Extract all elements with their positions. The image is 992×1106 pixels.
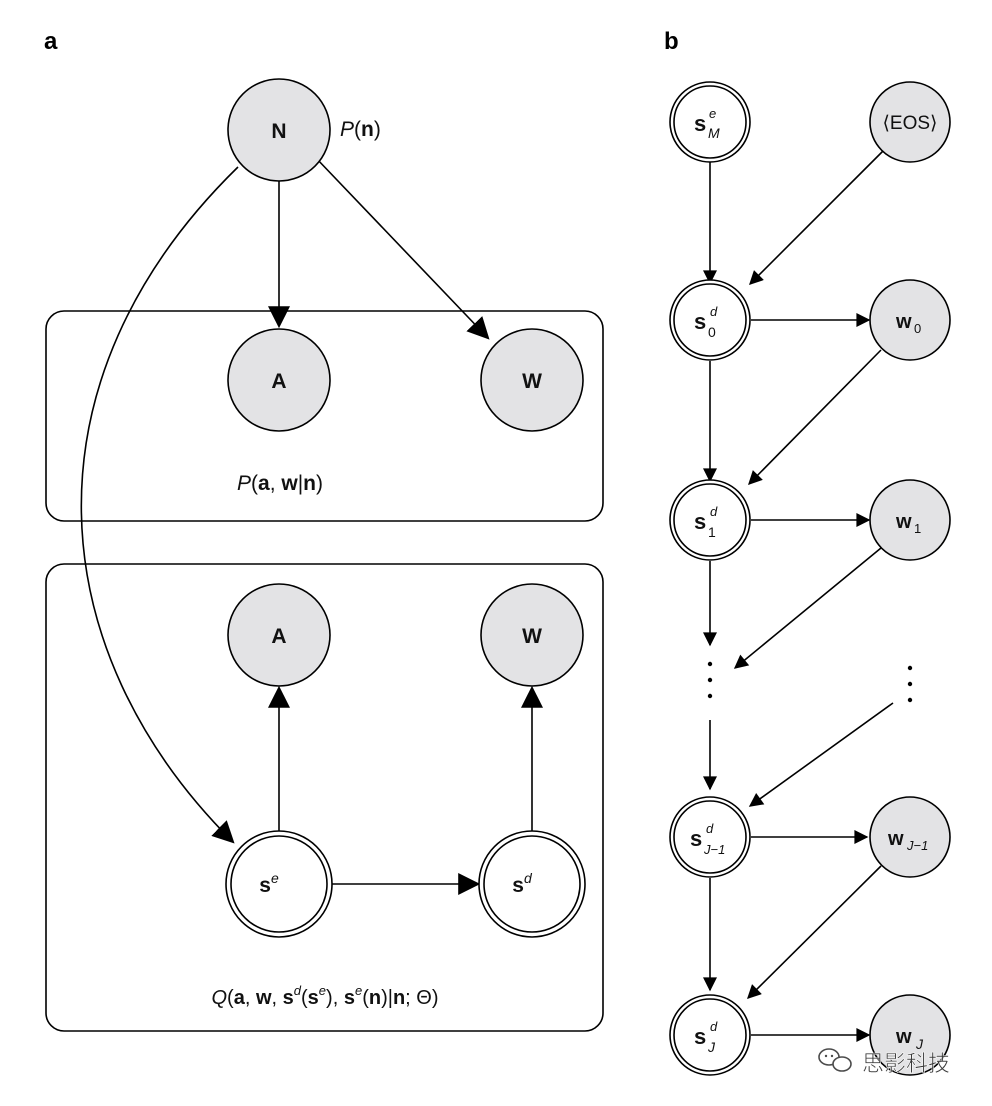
- node-wj: w J: [869, 994, 951, 1076]
- svg-text:W: W: [522, 625, 542, 648]
- edge-dots-to-sdj1-diag: [748, 702, 894, 807]
- svg-text:d: d: [706, 821, 714, 836]
- svg-text:e: e: [709, 106, 716, 121]
- edge-w0-to-sd1: [748, 349, 882, 485]
- svg-text:w: w: [887, 828, 904, 850]
- node-n: N: [227, 78, 331, 182]
- plate-q-caption: Q(a, w, sd(se), se(n)|n; Θ): [211, 983, 438, 1009]
- node-sd0: s d 0: [669, 279, 751, 361]
- node-w-plate-q: W: [480, 583, 584, 687]
- node-w1: w 1: [869, 479, 951, 561]
- svg-text:J: J: [915, 1036, 924, 1052]
- svg-text:s: s: [694, 111, 706, 136]
- svg-text:A: A: [271, 370, 286, 393]
- svg-text:w: w: [895, 511, 912, 533]
- svg-text:se: se: [259, 870, 279, 897]
- ellipsis-left: [707, 661, 713, 699]
- svg-text:s: s: [694, 509, 706, 534]
- node-sd1: s d 1: [669, 479, 751, 561]
- edge-n-to-w: [315, 157, 490, 340]
- svg-text:⟨EOS⟩: ⟨EOS⟩: [883, 113, 938, 134]
- node-sdj1: s d J−1: [669, 796, 751, 878]
- node-se: se: [225, 830, 333, 938]
- node-wj1: w J−1: [869, 796, 951, 878]
- edge-wj1-to-sdj: [747, 865, 882, 999]
- svg-text:w: w: [895, 1026, 912, 1048]
- svg-text:A: A: [271, 625, 286, 648]
- panel-label-b: b: [664, 28, 679, 55]
- node-n-label: N: [271, 120, 286, 143]
- svg-text:J: J: [707, 1039, 716, 1055]
- node-se-m: s e M: [669, 81, 751, 163]
- svg-text:s: s: [694, 309, 706, 334]
- node-a-plate-p: A: [227, 328, 331, 432]
- panel-label-a: a: [44, 28, 58, 55]
- panel-a: N P(n) A W P(a, w|n) A W se: [45, 78, 604, 1032]
- svg-text:s: s: [690, 826, 702, 851]
- plate-p: [45, 310, 604, 522]
- panel-b: s e M ⟨EOS⟩ s d 0 w 0 s d 1: [669, 81, 951, 1076]
- svg-text:0: 0: [708, 324, 716, 340]
- svg-text:1: 1: [914, 521, 921, 536]
- watermark-text: 思影科技: [862, 1052, 950, 1077]
- edge-n-to-se: [80, 166, 239, 844]
- svg-text:d: d: [710, 504, 718, 519]
- ellipsis-right: [907, 665, 913, 703]
- svg-text:J−1: J−1: [906, 838, 928, 853]
- svg-text:w: w: [895, 311, 912, 333]
- chat-bubble-icon: [818, 1048, 852, 1072]
- edge-eos-to-sd0: [749, 150, 884, 285]
- node-eos: ⟨EOS⟩: [869, 81, 951, 163]
- svg-text:d: d: [710, 1019, 718, 1034]
- watermark: 思影科技: [818, 1048, 950, 1077]
- node-sd: sd: [478, 830, 586, 938]
- node-a-plate-q: A: [227, 583, 331, 687]
- node-w-plate-p: W: [480, 328, 584, 432]
- svg-text:1: 1: [708, 524, 716, 540]
- node-w0: w 0: [869, 279, 951, 361]
- node-sdj: s d J: [669, 994, 751, 1076]
- plate-q: [45, 563, 604, 1032]
- prior-label: P(n): [340, 118, 381, 141]
- svg-text:0: 0: [914, 321, 921, 336]
- svg-text:d: d: [710, 304, 718, 319]
- svg-text:W: W: [522, 370, 542, 393]
- plate-p-caption: P(a, w|n): [237, 472, 323, 495]
- svg-text:M: M: [708, 125, 720, 141]
- svg-text:s: s: [694, 1024, 706, 1049]
- svg-text:sd: sd: [512, 870, 533, 897]
- edge-w1-to-dots: [733, 547, 882, 669]
- svg-text:J−1: J−1: [703, 842, 725, 857]
